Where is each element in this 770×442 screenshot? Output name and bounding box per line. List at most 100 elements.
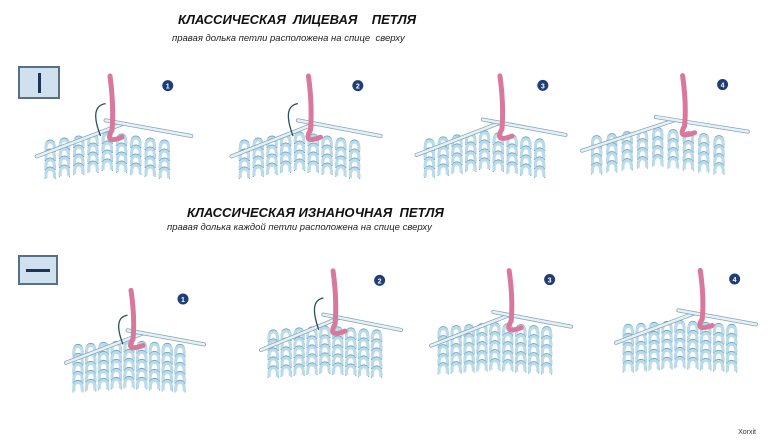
stitch-fill [252, 165, 264, 177]
stitch-fill [345, 337, 357, 349]
stitch-fill [476, 333, 488, 344]
right-needle-fill [677, 309, 758, 326]
stitch-fill [144, 156, 156, 168]
stitch-fill [370, 339, 383, 351]
stitch-fill [345, 355, 357, 367]
stitch-fill [58, 165, 71, 177]
stitch-fill [144, 165, 156, 177]
stitch-fill [698, 161, 710, 172]
stitch-fill [515, 343, 527, 354]
stitch-fill [674, 338, 686, 350]
knitted-fabric [72, 339, 186, 393]
stitch-fill [713, 154, 725, 165]
stitch-fill [370, 348, 383, 360]
stitch-fill [72, 344, 84, 356]
stitch-fill [280, 329, 292, 341]
stitch-fill [661, 348, 673, 360]
stitch-fill [319, 335, 331, 347]
stitch-fill [492, 151, 504, 163]
stitch-fill [700, 340, 712, 352]
stitch-fill [319, 362, 331, 374]
stitch-fill [72, 371, 84, 383]
stitch-fill [528, 335, 540, 346]
knitting-diagram: 4 [614, 267, 758, 373]
right-needle-fill [654, 115, 750, 133]
step-number: 4 [721, 83, 725, 90]
step-number-badge: 3 [544, 274, 556, 286]
stitch-fill [130, 163, 142, 175]
purl-stitch-title: КЛАССИЧЕСКАЯ ИЗНАНОЧНАЯ ПЕТЛЯ [187, 205, 444, 220]
stitch-fill [73, 145, 85, 157]
stitch-fill [713, 323, 725, 335]
stitch-fill [335, 165, 347, 177]
stitch-fill [700, 331, 712, 343]
stitch-fill [332, 363, 344, 375]
stitch-fill [687, 321, 699, 333]
stitch-fill [335, 156, 347, 168]
stitch-fill [148, 378, 161, 390]
stitch-fill [713, 145, 725, 156]
stitch-fill [238, 158, 251, 170]
stitch-fill [463, 343, 475, 354]
stitch-fill [280, 152, 292, 164]
knit-step-1-illustration: 1 [30, 70, 198, 190]
purl-step-3-illustration: 3 [425, 265, 577, 377]
stitch-fill [489, 323, 501, 334]
stitch-fill [450, 362, 462, 373]
purl-step-4-illustration: 4 [610, 265, 762, 373]
stitch-fill [652, 128, 664, 139]
stitch-fill [698, 152, 710, 163]
stitch-fill [667, 157, 679, 168]
stitch-fill [636, 157, 649, 168]
knitting-diagram: 2 [229, 73, 383, 180]
stitch-fill [293, 141, 306, 153]
stitch-fill [158, 140, 171, 152]
direction-arrow-icon [118, 314, 128, 345]
stitch-fill [72, 380, 84, 392]
stitch-fill [437, 155, 449, 167]
left-needle-fill [580, 119, 676, 152]
stitch-fill [506, 144, 518, 156]
stitch-fill [635, 350, 647, 362]
stitch-fill [450, 353, 462, 364]
stitch-fill [451, 162, 463, 174]
step-number: 2 [356, 84, 360, 91]
stitch-fill [174, 380, 186, 392]
step-number: 4 [733, 277, 737, 284]
stitch-fill [492, 160, 504, 172]
stitch-fill [85, 361, 97, 373]
stitch-fill [319, 326, 331, 338]
stitch-fill [698, 134, 710, 145]
stitch-fill [540, 345, 553, 356]
stitch-fill [161, 370, 173, 382]
stitch-fill [97, 369, 110, 381]
left-needle-fill [35, 122, 124, 158]
stitch-fill [622, 342, 634, 354]
stitch-fill [450, 344, 462, 355]
stitch-fill [515, 334, 527, 345]
stitch-fill [110, 368, 122, 380]
knitted-fabric [622, 319, 738, 373]
stitch-fill [348, 140, 361, 152]
stitch-fill [725, 342, 738, 354]
stitch-fill [437, 354, 449, 365]
stitch-fill [465, 160, 477, 172]
step-number: 1 [166, 84, 170, 91]
left-needle-fill [64, 332, 144, 365]
stitch-fill [158, 149, 171, 161]
stitch-fill [136, 359, 148, 371]
knitted-fabric [437, 322, 553, 375]
working-yarn [107, 73, 125, 143]
stitch-fill [713, 136, 725, 147]
stitch-fill [635, 341, 647, 353]
knitted-fabric [590, 127, 725, 175]
knitted-fabric [238, 131, 361, 180]
stitch-fill [621, 141, 633, 152]
stitch-fill [115, 143, 128, 155]
stitch-fill [622, 360, 634, 372]
stitch-fill [423, 166, 436, 178]
stitch-fill [478, 149, 491, 161]
stitch-fill [667, 139, 679, 150]
stitch-fill [335, 138, 347, 150]
step-number: 2 [378, 278, 382, 285]
